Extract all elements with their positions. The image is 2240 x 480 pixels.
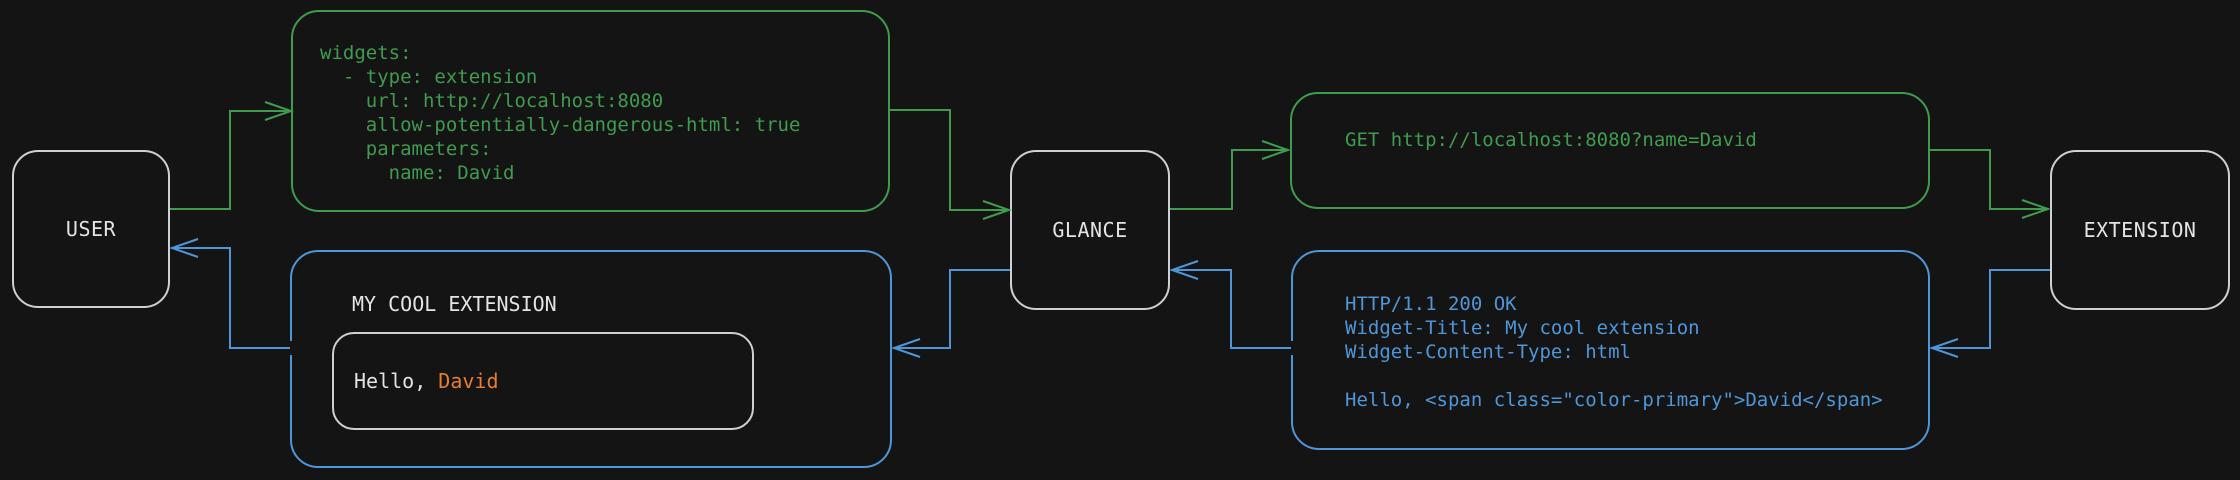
code-line: parameters: <box>320 138 492 160</box>
greeting-name: David <box>438 369 499 393</box>
code-line: - type: extension <box>320 66 538 88</box>
code-line: Hello, <span class="color-primary">David… <box>1345 389 1883 411</box>
node-extension-label: EXTENSION <box>2083 218 2197 242</box>
node-glance: GLANCE <box>1010 150 1170 310</box>
greeting-prefix: Hello, <box>354 369 439 393</box>
request-code: GET http://localhost:8080?name=David <box>1345 128 1757 152</box>
node-user: USER <box>12 150 170 308</box>
code-line: HTTP/1.1 200 OK <box>1345 293 1517 315</box>
code-line: Widget-Title: My cool extension <box>1345 317 1700 339</box>
response-box: HTTP/1.1 200 OK Widget-Title: My cool ex… <box>1291 250 1930 450</box>
node-user-label: USER <box>65 217 117 241</box>
arrow-glance-to-request <box>1170 140 1292 210</box>
widget-preview-box: MY COOL EXTENSION Hello, David <box>290 250 892 468</box>
request-box: GET http://localhost:8080?name=David <box>1290 92 1930 209</box>
response-code: HTTP/1.1 200 OK Widget-Title: My cool ex… <box>1345 292 1883 412</box>
node-glance-label: GLANCE <box>1052 218 1128 242</box>
arrow-config-to-glance <box>890 109 1013 220</box>
config-code: widgets: - type: extension url: http://l… <box>320 41 800 185</box>
code-line: widgets: <box>320 42 412 64</box>
code-line: GET http://localhost:8080?name=David <box>1345 129 1757 151</box>
code-line <box>1345 364 1883 388</box>
code-line: name: David <box>320 162 515 184</box>
code-line: url: http://localhost:8080 <box>320 90 664 112</box>
arrow-user-to-config <box>170 101 295 210</box>
arrow-request-to-extension <box>1930 149 2052 219</box>
arrow-widget-to-user <box>168 238 290 349</box>
arrow-response-to-glance <box>1168 260 1291 349</box>
arrow-extension-to-response <box>1928 269 2050 358</box>
widget-title: MY COOL EXTENSION <box>352 292 557 316</box>
config-box: widgets: - type: extension url: http://l… <box>291 10 890 212</box>
node-extension: EXTENSION <box>2050 150 2230 310</box>
widget-greeting-box: Hello, David <box>332 332 754 430</box>
code-line: allow-potentially-dangerous-html: true <box>320 114 801 136</box>
arrow-glance-to-widget <box>890 269 1010 358</box>
code-line: Widget-Content-Type: html <box>1345 341 1631 363</box>
